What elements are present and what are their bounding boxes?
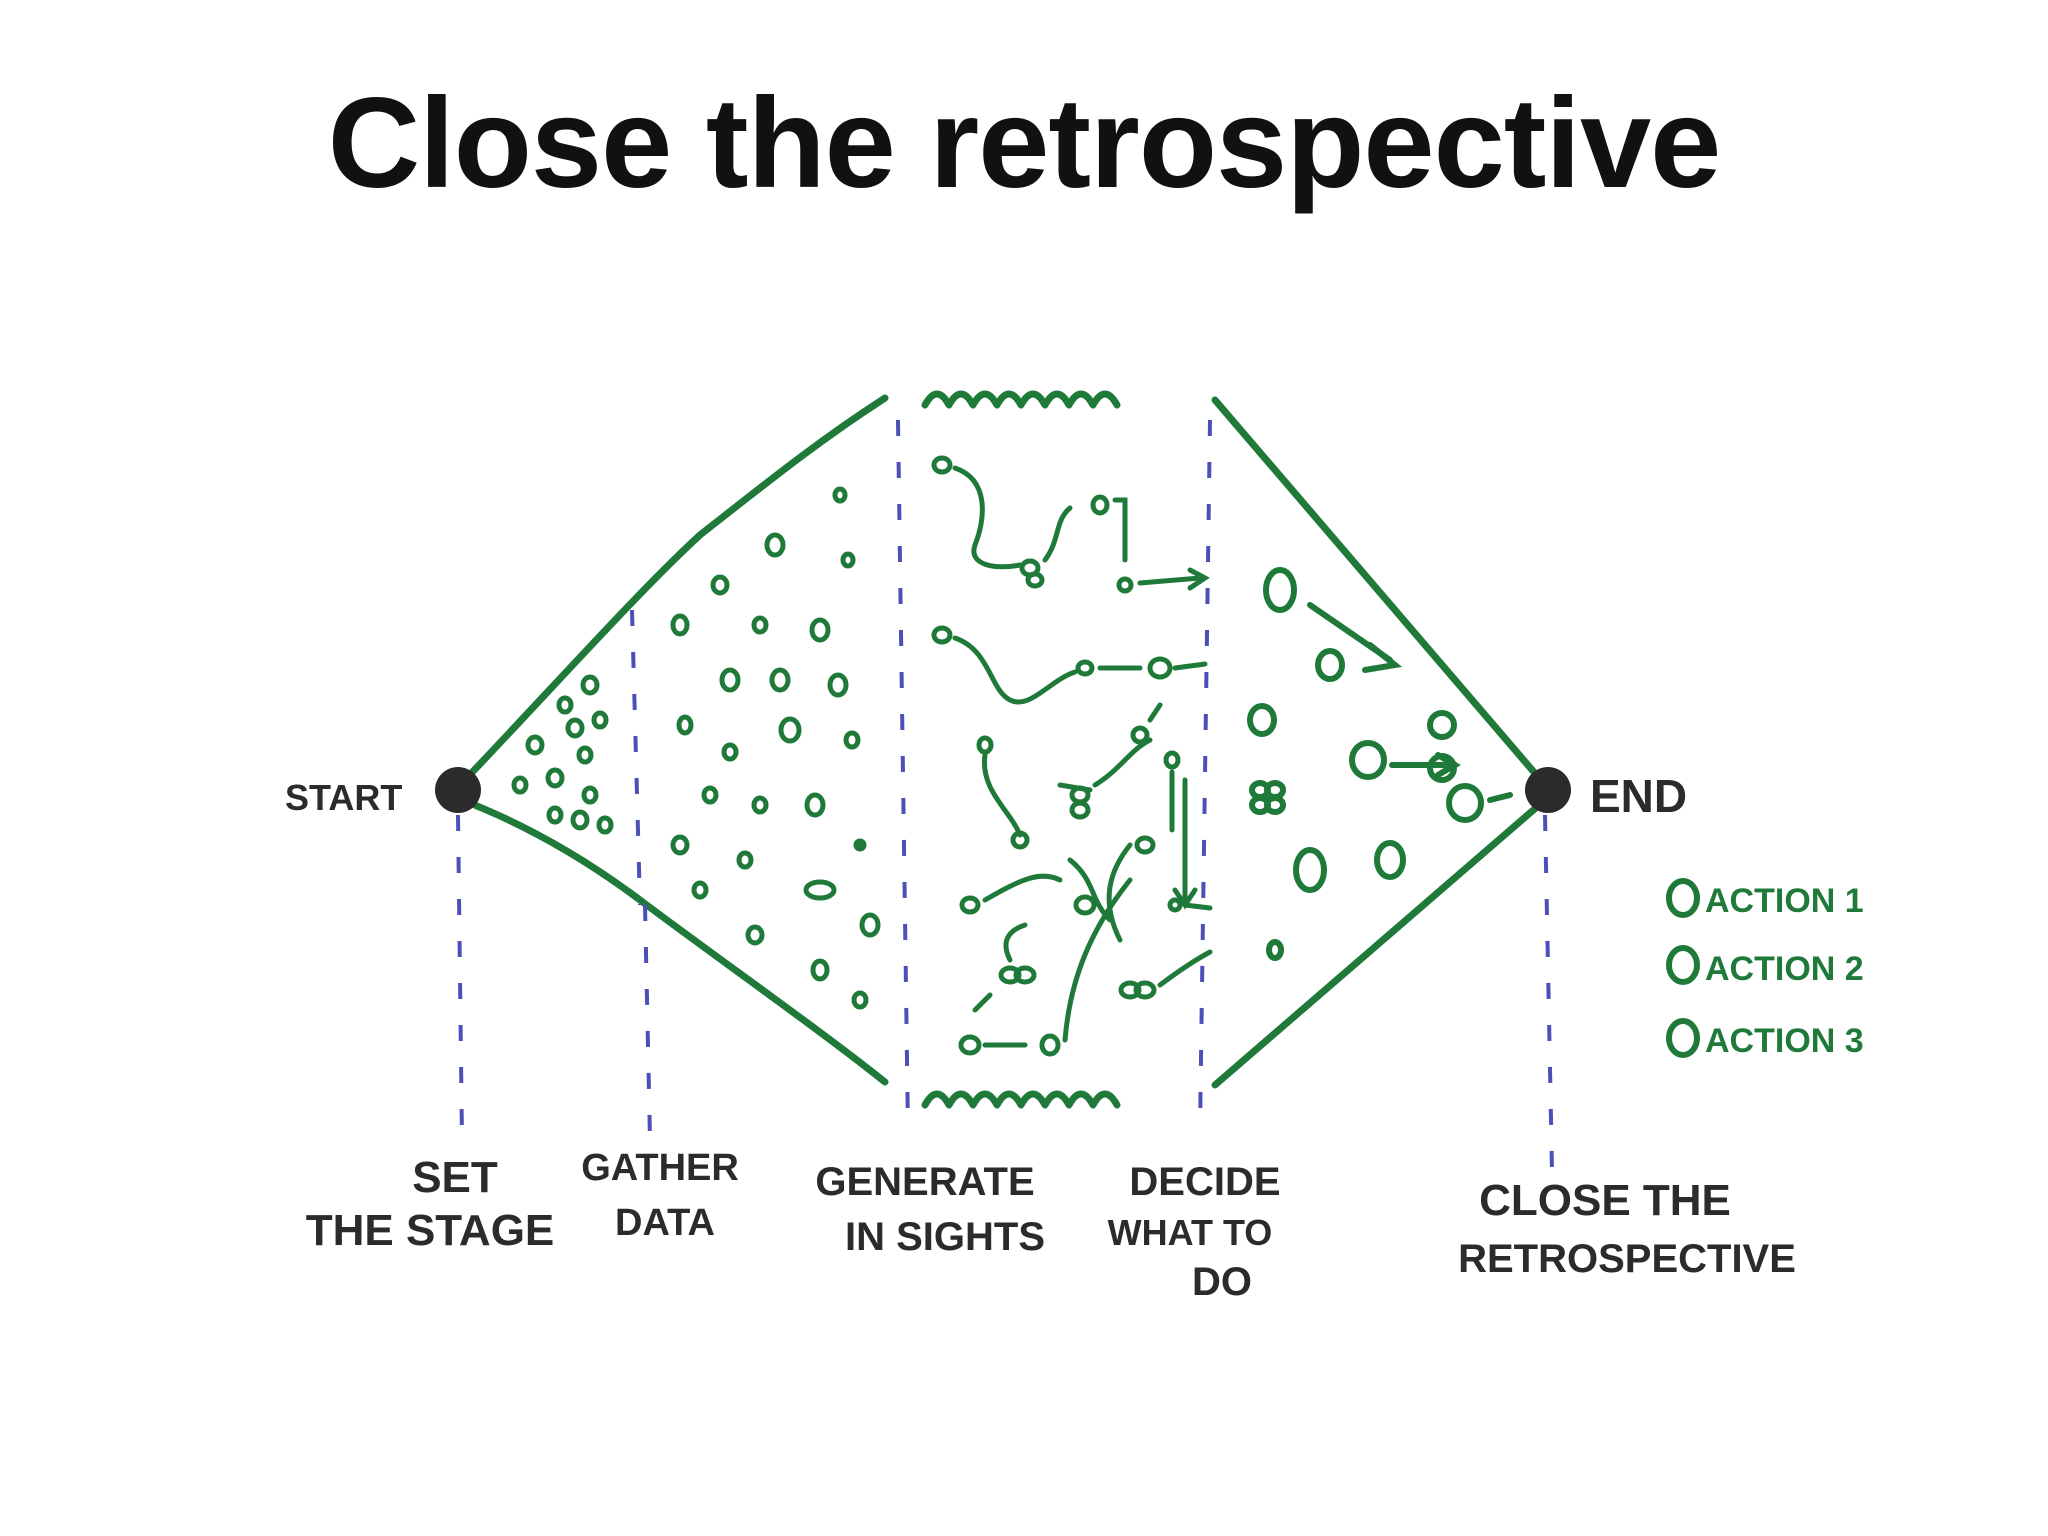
set-stage-ideas	[511, 674, 614, 835]
legend-item: ACTION 2	[1666, 945, 1864, 988]
stage-label-gather-data: GATHER DATA	[581, 1147, 739, 1244]
legend-label: ACTION 3	[1705, 1022, 1864, 1060]
start-dot	[435, 767, 481, 813]
page-title: Close the retrospective	[327, 72, 1722, 215]
stage-line: WHAT TO	[1108, 1212, 1273, 1253]
stage-line: THE STAGE	[306, 1206, 555, 1255]
drop-line-close	[1543, 814, 1554, 1171]
stage-line: CLOSE THE	[1479, 1176, 1731, 1225]
stage-line: SET	[412, 1153, 498, 1202]
generate-insights-flows	[931, 455, 1213, 1057]
squiggle-bottom	[921, 1090, 1121, 1109]
legend-label: ACTION 2	[1705, 950, 1864, 988]
separator-generate	[896, 419, 910, 1131]
stage-separators	[456, 419, 1554, 1171]
squiggle-top	[921, 390, 1121, 409]
stage-label-decide-what-to-do: DECIDE WHAT TO DO	[1108, 1160, 1281, 1304]
stage-line: IN SIGHTS	[845, 1215, 1045, 1259]
legend-marker-icon	[1666, 878, 1700, 918]
stage-line: GENERATE	[815, 1160, 1034, 1204]
outline-bottom-right	[1211, 796, 1549, 1089]
drop-line-set-stage	[456, 814, 464, 1141]
separator-gather	[630, 609, 642, 906]
legend-item: ACTION 3	[1666, 1018, 1864, 1060]
legend-marker-icon	[1666, 945, 1700, 985]
stage-label-set-stage: SET THE STAGE	[306, 1153, 555, 1255]
stage-line: DATA	[615, 1202, 715, 1244]
drop-line-gather	[643, 904, 652, 1141]
legend-item: ACTION 1	[1666, 878, 1864, 920]
start-label: START	[285, 777, 402, 818]
outline-top-right	[1211, 396, 1549, 789]
stage-line: GATHER	[581, 1147, 739, 1189]
stage-label-generate-insights: GENERATE IN SIGHTS	[815, 1160, 1045, 1259]
decide-actions	[1247, 567, 1513, 961]
legend-marker-icon	[1666, 1018, 1700, 1058]
stage-line: RETROSPECTIVE	[1458, 1237, 1796, 1281]
end-label: END	[1590, 770, 1687, 822]
stage-line: DO	[1192, 1260, 1252, 1304]
outline-top-left	[458, 394, 889, 787]
stage-label-close-retrospective: CLOSE THE RETROSPECTIVE	[1458, 1176, 1796, 1281]
gather-data-ideas	[670, 486, 881, 1010]
legend-label: ACTION 1	[1705, 882, 1864, 920]
stage-line: DECIDE	[1129, 1160, 1280, 1204]
legend: ACTION 1 ACTION 2 ACTION 3	[1666, 878, 1864, 1060]
separator-decide	[1198, 419, 1212, 1131]
end-dot	[1525, 767, 1571, 813]
